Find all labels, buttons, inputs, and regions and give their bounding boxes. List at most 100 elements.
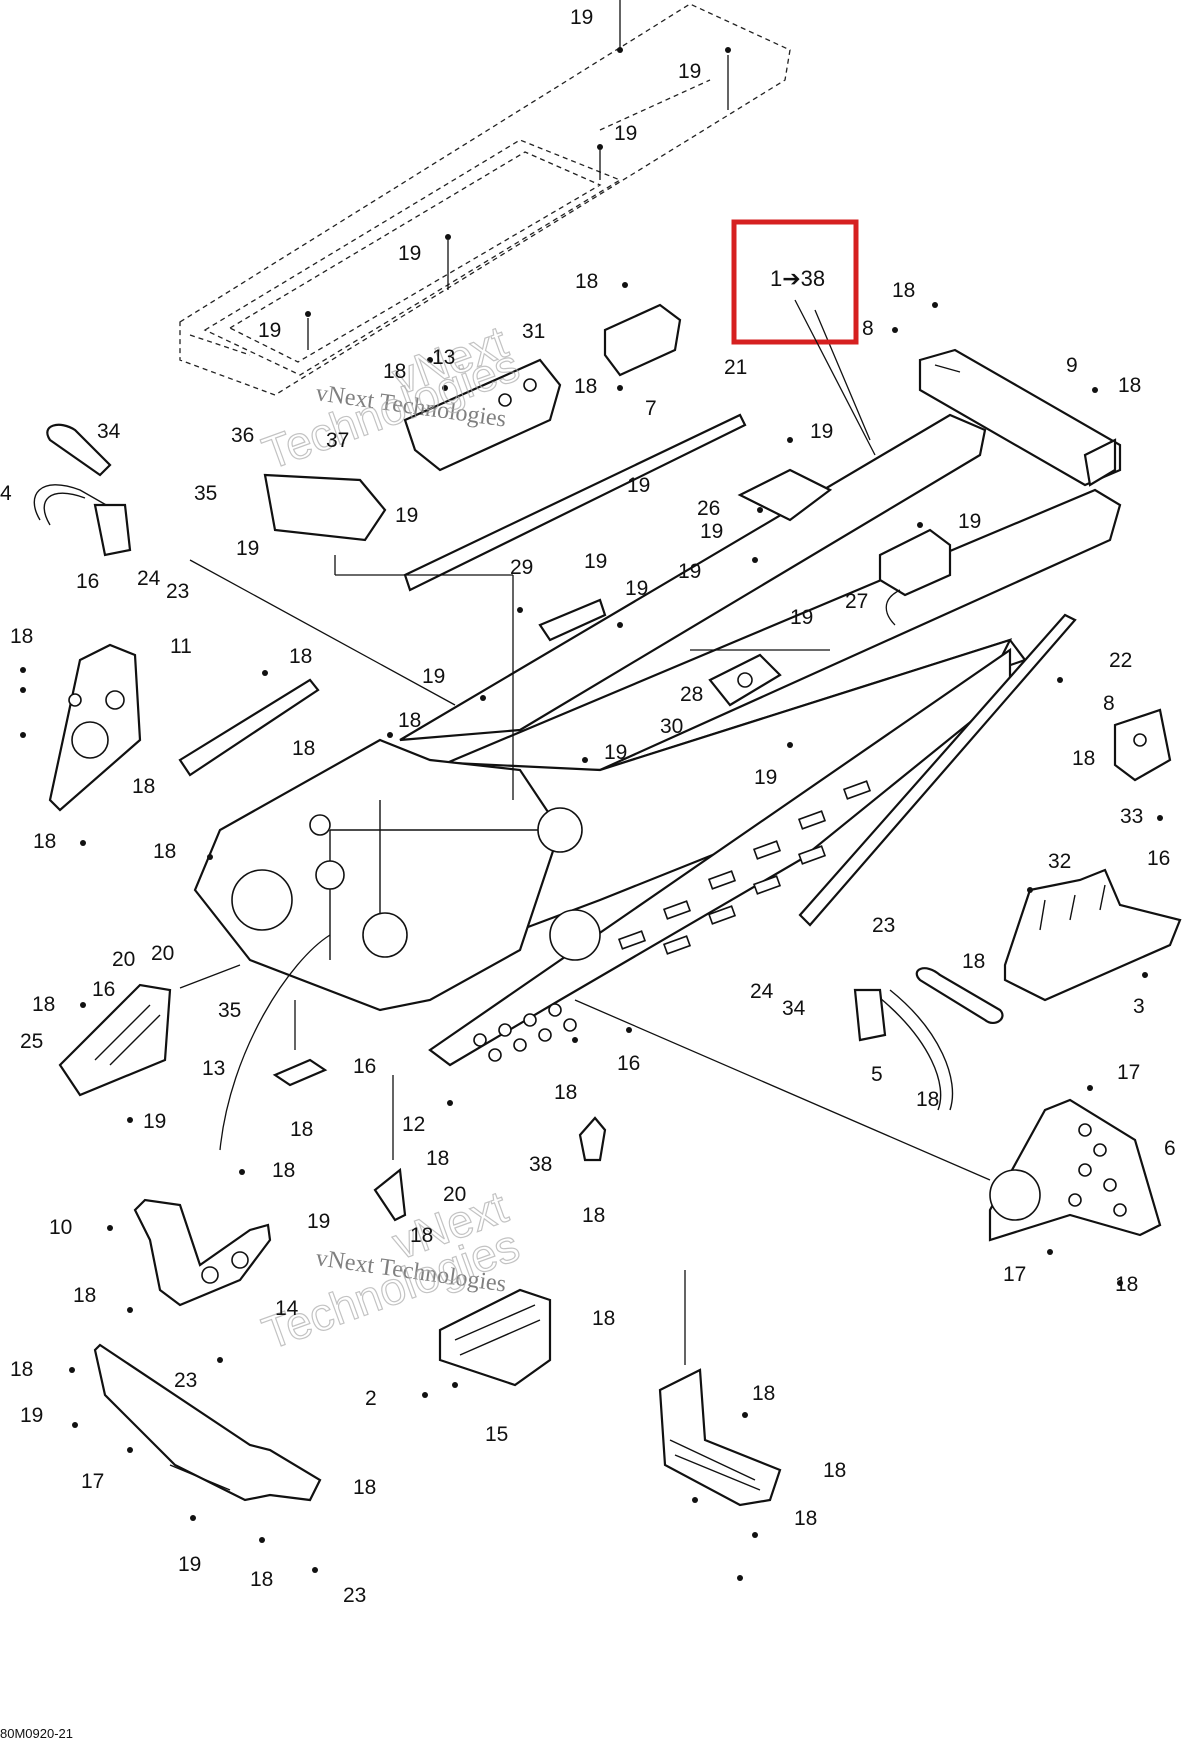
callout: 18 — [289, 645, 312, 668]
bracket-10 — [133, 1198, 272, 1307]
callout: 19 — [700, 520, 723, 543]
callout: 15 — [485, 1423, 508, 1446]
callout: 35 — [194, 482, 217, 505]
callout: 18 — [892, 279, 915, 302]
callout: 19 — [754, 766, 777, 789]
callout: 19 — [604, 741, 627, 764]
callout: 18 — [398, 709, 421, 732]
callout: 20 — [151, 942, 174, 965]
callout: 11 — [170, 635, 192, 658]
callout: 19 — [570, 6, 593, 29]
callout: 7 — [645, 397, 657, 420]
callout: 19 — [678, 60, 701, 83]
bracket-15 — [658, 1368, 782, 1507]
callout: 36 — [231, 424, 254, 447]
callout: 35 — [218, 999, 241, 1022]
callout: 17 — [1003, 1263, 1026, 1286]
callout: 20 — [443, 1183, 466, 1206]
bracket-8 — [1113, 708, 1172, 782]
callout: 19 — [625, 577, 648, 600]
callout: 18 — [250, 1568, 273, 1591]
callout: 18 — [410, 1224, 433, 1247]
callout: 19 — [143, 1110, 166, 1133]
reference-callout: 1➔38 — [770, 266, 825, 291]
callout: 18 — [33, 830, 56, 853]
bracket-30 — [708, 653, 782, 707]
callout: 18 — [290, 1118, 313, 1141]
callout: 17 — [1117, 1061, 1140, 1084]
callout: 10 — [49, 1216, 72, 1239]
callout: 12 — [402, 1113, 425, 1136]
bracket-14 — [438, 1288, 552, 1387]
callout: 19 — [20, 1404, 43, 1427]
callout: 19 — [678, 560, 701, 583]
rail-2 — [93, 1343, 322, 1502]
plate-11 — [48, 643, 142, 812]
callout: 25 — [20, 1030, 43, 1053]
callout: 19 — [584, 550, 607, 573]
callout: 27 — [845, 590, 868, 613]
callout: 19 — [958, 510, 981, 533]
callout: 18 — [1115, 1273, 1138, 1296]
callout: 18 — [916, 1088, 939, 1111]
callout: 9 — [1066, 354, 1078, 377]
callout: 18 — [383, 360, 406, 383]
callout: 20 — [112, 948, 135, 971]
callout: 13 — [202, 1057, 225, 1080]
callout: 37 — [326, 429, 349, 452]
callout: 32 — [1048, 850, 1071, 873]
callout: 23 — [166, 580, 189, 603]
callout: 18 — [962, 950, 985, 973]
callout: 18 — [574, 375, 597, 398]
callout: 24 — [750, 980, 774, 1003]
callout: 18 — [153, 840, 176, 863]
callout: 23 — [174, 1369, 197, 1392]
callout: 5 — [871, 1063, 883, 1086]
callout: 18 — [752, 1382, 775, 1405]
callout: 18 — [592, 1307, 615, 1330]
callout: 18 — [73, 1284, 96, 1307]
callout: 6 — [1164, 1137, 1176, 1160]
callout: 38 — [529, 1153, 552, 1176]
reference-highlight-box: 1➔38 — [731, 219, 876, 456]
callout-labels: 19 19 19 19 19 18 18 13 18 31 7 21 18 8 … — [0, 6, 1176, 1607]
rear-plate-9 — [918, 348, 1122, 487]
callout: 3 — [1133, 995, 1145, 1018]
callout: 19 — [236, 537, 259, 560]
bracket-31 — [403, 358, 562, 472]
callout: 19 — [422, 665, 445, 688]
assembly-lines — [179, 309, 991, 1365]
callout: 19 — [810, 420, 833, 443]
callout: 29 — [510, 556, 533, 579]
callout: 24 — [137, 567, 161, 590]
callout: 31 — [522, 320, 545, 343]
callout: 16 — [353, 1055, 376, 1078]
bracket-36 — [263, 473, 387, 542]
callout: 18 — [426, 1147, 449, 1170]
callout: 21 — [724, 356, 747, 379]
callout: 19 — [258, 319, 281, 342]
callout: 16 — [617, 1052, 640, 1075]
bracket-6 — [578, 1116, 607, 1162]
callout: 18 — [1118, 374, 1141, 397]
rail-22 — [798, 613, 1077, 927]
callout: 18 — [132, 775, 155, 798]
callout: 30 — [660, 715, 683, 738]
callout: 19 — [398, 242, 421, 265]
bracket-7 — [603, 303, 682, 377]
callout: 34 — [782, 997, 806, 1020]
callout: 18 — [1072, 747, 1095, 770]
callout: 19 — [178, 1553, 201, 1576]
plate-3 — [58, 983, 172, 1097]
handle-right — [853, 967, 1004, 1111]
callout: 16 — [1147, 847, 1170, 870]
callout: 18 — [554, 1081, 577, 1104]
callout: 18 — [272, 1159, 295, 1182]
callout: 18 — [292, 737, 315, 760]
callout: 26 — [697, 497, 720, 520]
callout: 33 — [1120, 805, 1143, 828]
callout: 18 — [10, 1358, 33, 1381]
callout: 18 — [794, 1507, 817, 1530]
callout: 8 — [1103, 692, 1115, 715]
callout: 4 — [0, 482, 12, 505]
